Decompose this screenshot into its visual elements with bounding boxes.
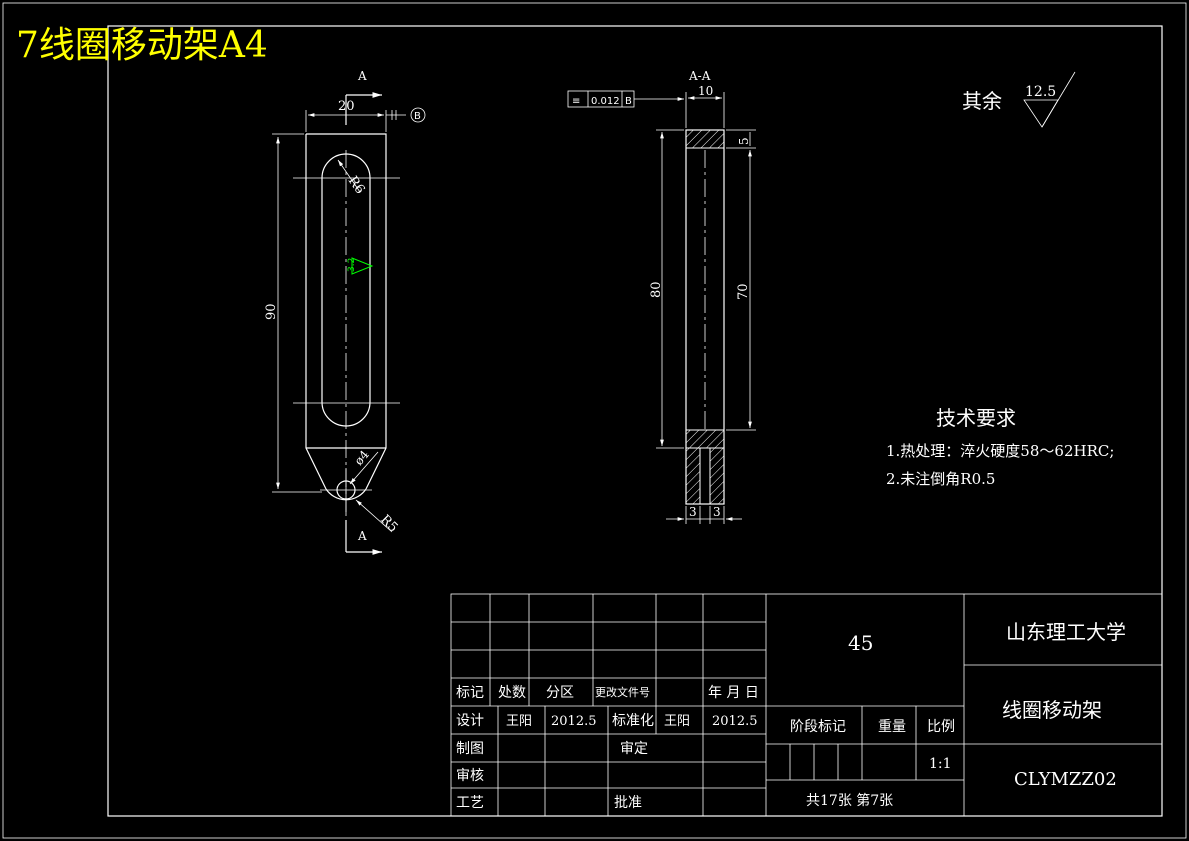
roughness-symbol-green: 3.2 bbox=[347, 257, 374, 275]
tb-count: 处数 bbox=[498, 685, 526, 701]
tb-drawing-no: CLYMZZ02 bbox=[1014, 769, 1117, 790]
drawing-title: 7线圈移动架A4 bbox=[16, 25, 268, 66]
front-datum: B bbox=[414, 111, 421, 122]
front-dim-r5: R5 bbox=[377, 512, 400, 535]
front-dim-width: 20 bbox=[338, 99, 355, 114]
section-title: A-A bbox=[688, 69, 711, 83]
section-dim-right: 70 bbox=[736, 283, 751, 300]
tb-draw: 制图 bbox=[456, 741, 484, 757]
tb-std-person: 王阳 bbox=[664, 714, 690, 729]
tb-school: 山东理工大学 bbox=[1006, 620, 1126, 644]
section-dim-bottom-left: 3 bbox=[689, 505, 697, 519]
front-view: A A 20 B 90 R6 3.2 ø4 R5 bbox=[264, 69, 426, 555]
tb-standard: 标准化 bbox=[612, 713, 654, 729]
section-dim-left: 80 bbox=[649, 281, 664, 298]
front-roughness-value: 3.2 bbox=[347, 258, 357, 272]
tb-date: 年 月 日 bbox=[708, 685, 759, 701]
roughness-value: 12.5 bbox=[1025, 84, 1056, 100]
tb-check: 审核 bbox=[456, 768, 484, 784]
tb-process: 工艺 bbox=[456, 795, 484, 811]
front-dim-hole: ø4 bbox=[352, 447, 373, 468]
tb-designer: 王阳 bbox=[506, 714, 532, 729]
tb-change-doc: 更改文件号 bbox=[595, 685, 650, 699]
tb-std-date: 2012.5 bbox=[712, 714, 758, 729]
title-block: 标记 处数 分区 更改文件号 年 月 日 设计 王阳 2012.5 标准化 王阳… bbox=[450, 593, 1163, 817]
tech-item-2: 2.未注倒角R0.5 bbox=[886, 470, 995, 488]
section-mark-top: A bbox=[357, 69, 367, 83]
section-dim-top: 5 bbox=[737, 137, 751, 145]
tb-design: 设计 bbox=[456, 713, 484, 729]
tb-part-name: 线圈移动架 bbox=[1002, 698, 1102, 722]
tb-ratio: 比例 bbox=[927, 719, 955, 735]
tech-item-1: 1.热处理：淬火硬度58～62HRC; bbox=[886, 442, 1114, 460]
tb-stage: 阶段标记 bbox=[790, 719, 846, 735]
tolerance-value: 0.012 bbox=[591, 96, 620, 107]
tb-sheets: 共17张 第7张 bbox=[806, 792, 893, 809]
roughness-note: 其余 12.5 bbox=[962, 71, 1076, 128]
tb-review: 审定 bbox=[620, 741, 648, 757]
front-dim-r6: R6 bbox=[345, 174, 368, 197]
tb-zone: 分区 bbox=[546, 685, 574, 701]
section-view: A-A ≡ 0.012 B 10 5 70 bbox=[567, 69, 756, 524]
section-dim-bottom-right: 3 bbox=[713, 505, 721, 519]
front-dim-height: 90 bbox=[264, 303, 279, 320]
tolerance-datum: B bbox=[625, 96, 632, 107]
svg-text:≡: ≡ bbox=[572, 96, 580, 107]
tb-approve: 批准 bbox=[614, 795, 642, 811]
section-mark-bottom: A bbox=[357, 529, 367, 543]
section-dim-width: 10 bbox=[698, 84, 713, 98]
tb-material: 45 bbox=[848, 631, 873, 655]
tech-requirements: 技术要求 1.热处理：淬火硬度58～62HRC; 2.未注倒角R0.5 bbox=[886, 406, 1114, 488]
tb-design-date: 2012.5 bbox=[551, 714, 597, 729]
roughness-label: 其余 bbox=[962, 89, 1002, 113]
tech-title: 技术要求 bbox=[936, 406, 1016, 430]
tb-weight: 重量 bbox=[878, 719, 906, 735]
tb-mark: 标记 bbox=[456, 685, 484, 701]
tb-scale: 1:1 bbox=[929, 756, 952, 772]
